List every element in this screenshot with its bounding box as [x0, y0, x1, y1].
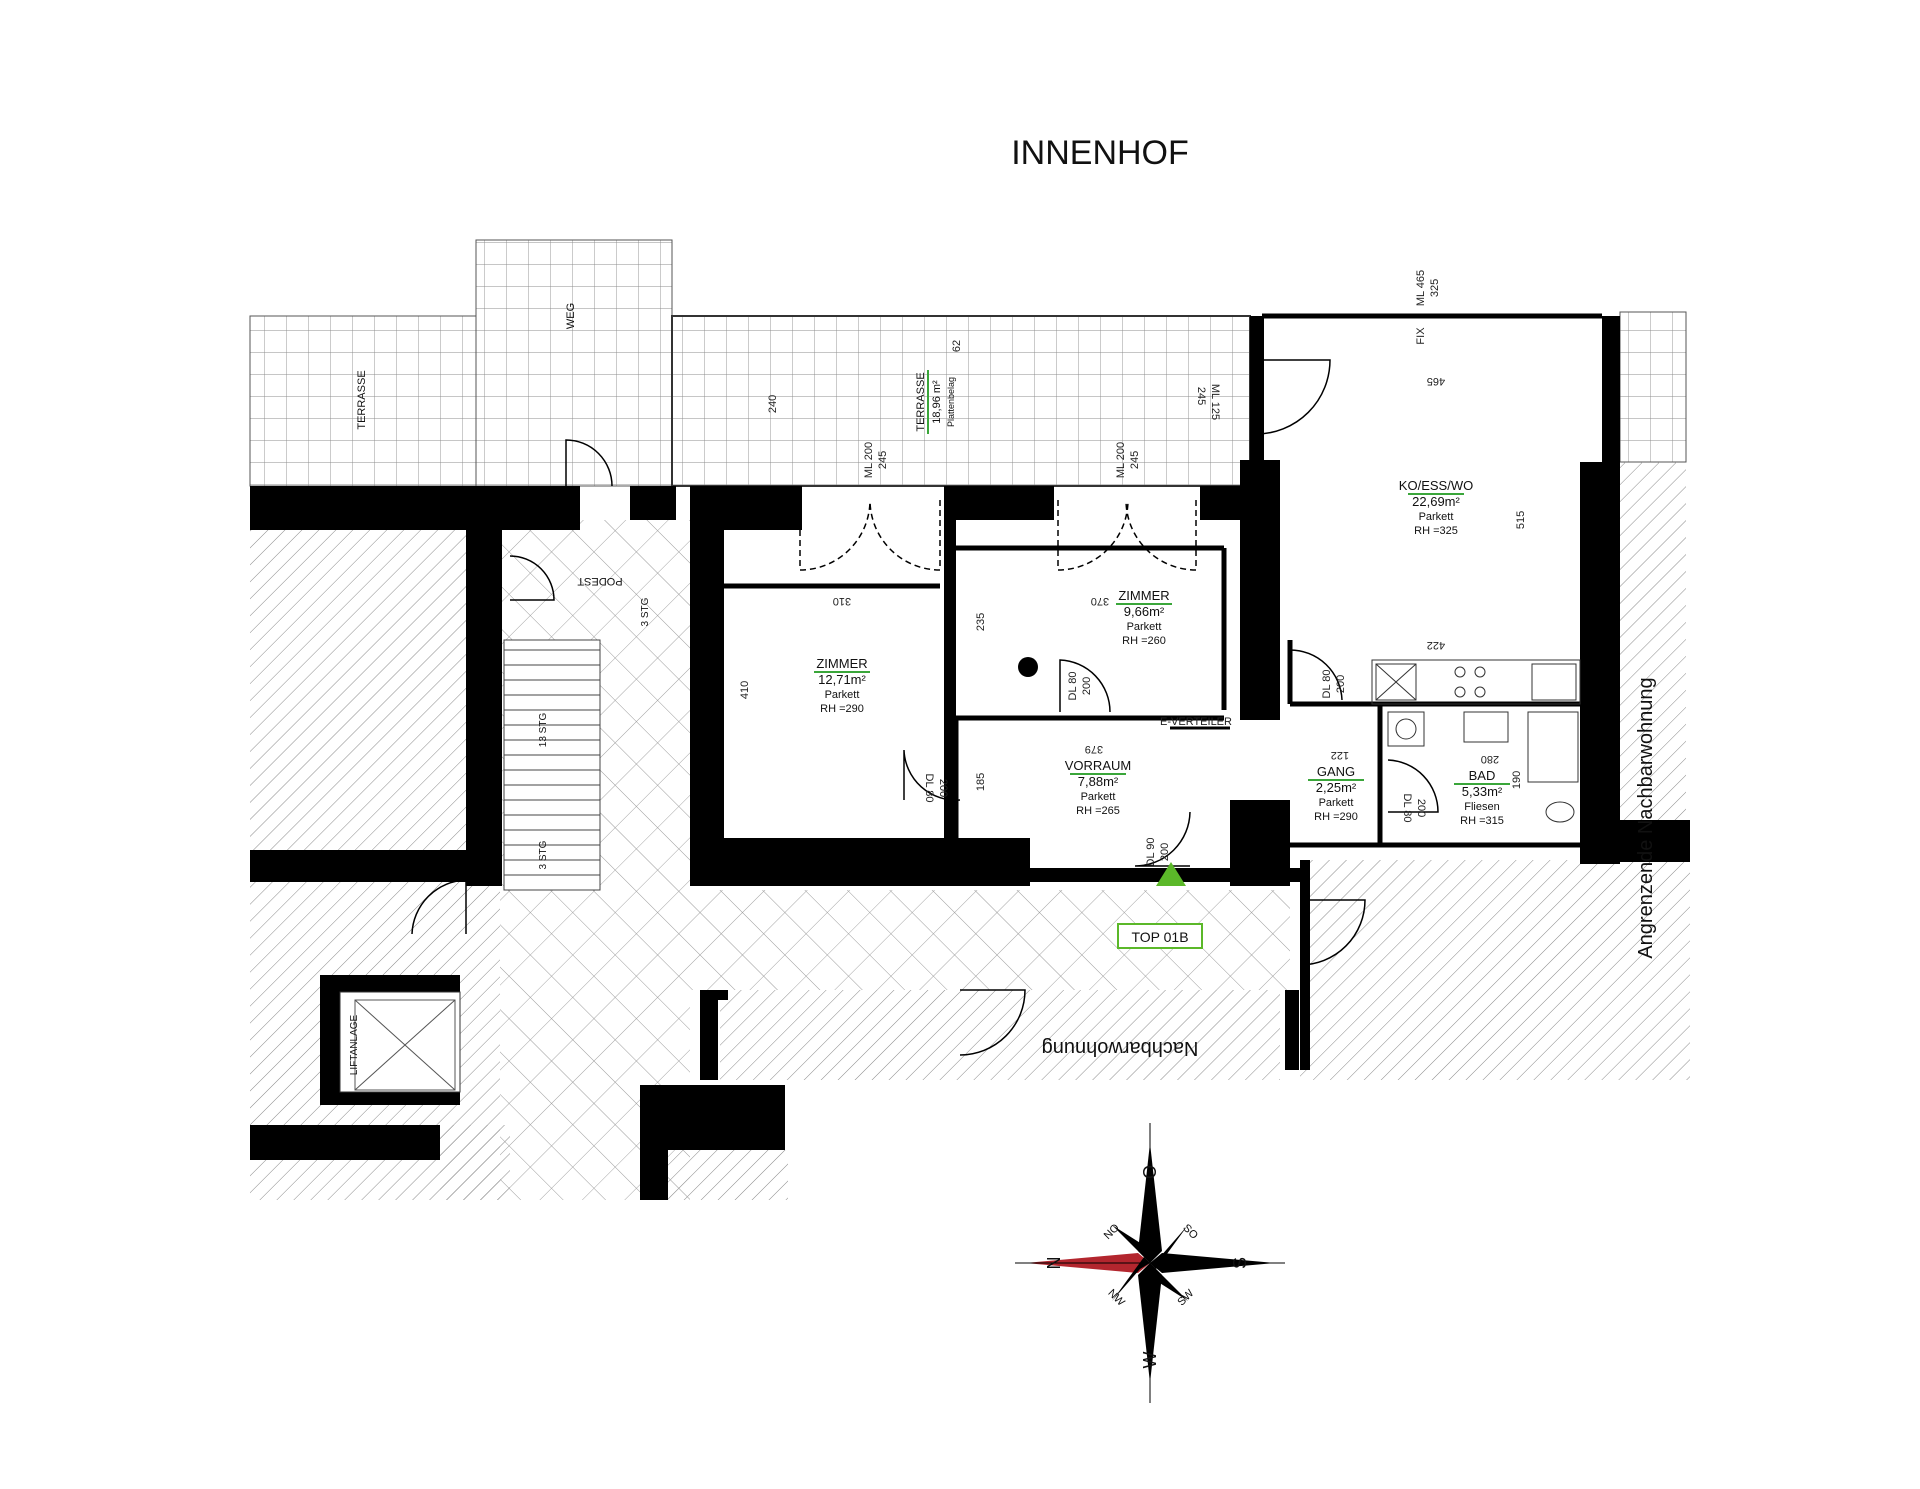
room-bad-rh: RH =315 — [1460, 815, 1504, 827]
dim-d465: 465 — [1427, 375, 1445, 387]
compass-nw: NW — [1105, 1287, 1127, 1309]
dim-dl80d: DL 80 — [1401, 794, 1413, 823]
plan-title: INNENHOF — [1011, 134, 1189, 172]
stair-3stg-bottom: 3 STG — [538, 840, 549, 869]
dim-ml200b_b: 245 — [1129, 451, 1141, 469]
room-koessw-name: KO/ESS/WO — [1399, 478, 1473, 493]
compass-o: O — [1140, 1165, 1160, 1179]
terrace-main-area: 18,96 m² — [931, 380, 943, 424]
compass-w: W — [1140, 1352, 1160, 1369]
dim-dl80a: DL 80 — [1067, 672, 1079, 701]
dim-fix: FIX — [1415, 327, 1427, 345]
room-koessw-area: 22,69m² — [1412, 494, 1460, 509]
dim-d62: 62 — [951, 340, 963, 352]
room-zimmer1-area: 12,71m² — [818, 672, 866, 687]
room-zimmer1-rh: RH =290 — [820, 703, 864, 715]
terrace-left-label: TERRASSE — [356, 370, 368, 429]
lift-label: LIFTANLAGE — [349, 1014, 360, 1075]
column-marker — [1018, 657, 1038, 677]
dim-dl80d_b: 200 — [1415, 799, 1427, 817]
lift-shaft — [320, 975, 461, 1105]
dim-ml125: ML 125 — [1209, 384, 1221, 420]
terrace-area — [249, 239, 1687, 487]
dim-ml200a_b: 245 — [877, 451, 889, 469]
dim-d235: 235 — [975, 613, 987, 631]
dim-d410: 410 — [739, 681, 751, 699]
dim-dl80c: DL 80 — [923, 774, 935, 803]
dim-d515: 515 — [1515, 511, 1527, 529]
e-verteiler-label: E-VERTEILER — [1160, 716, 1232, 728]
room-zimmer2-rh: RH =260 — [1122, 635, 1166, 647]
room-zimmer1-floor: Parkett — [825, 689, 860, 701]
room-gang-area: 2,25m² — [1316, 780, 1357, 795]
dim-ml465: ML 465 — [1415, 270, 1427, 306]
dim-d370: 370 — [1091, 595, 1109, 607]
dim-d280: 280 — [1481, 753, 1499, 765]
room-bad-name: BAD — [1469, 768, 1496, 783]
compass-rose — [1015, 1123, 1285, 1403]
dim-d240: 240 — [767, 395, 779, 413]
dim-ml125b: 245 — [1195, 387, 1207, 405]
dim-d379: 379 — [1085, 743, 1103, 755]
dim-d185: 185 — [975, 773, 987, 791]
room-zimmer1-name: ZIMMER — [816, 656, 867, 671]
room-vorraum-floor: Parkett — [1081, 791, 1116, 803]
room-zimmer2-area: 9,66m² — [1124, 604, 1165, 619]
angrenzende-label: Angrenzende Nachbarwohnung — [1635, 677, 1657, 958]
dim-d422: 422 — [1427, 639, 1445, 651]
staircase — [503, 639, 601, 891]
dim-dl80b: DL 80 — [1321, 670, 1333, 699]
dim-dl90_b: 200 — [1159, 843, 1171, 861]
room-vorraum-area: 7,88m² — [1078, 774, 1119, 789]
room-bad-area: 5,33m² — [1462, 784, 1503, 799]
room-zimmer2-floor: Parkett — [1127, 621, 1162, 633]
room-gang-rh: RH =290 — [1314, 811, 1358, 823]
podest-label: PODEST — [577, 575, 623, 587]
room-gang-name: GANG — [1317, 764, 1355, 779]
compass-s: S — [1230, 1257, 1250, 1269]
walls — [250, 316, 1690, 1200]
entrance-marker — [1117, 862, 1203, 949]
kitchen-counter — [1371, 659, 1581, 705]
dim-ml325: 325 — [1429, 279, 1441, 297]
compass-no: NO — [1102, 1221, 1122, 1241]
dim-ml200b: ML 200 — [1115, 442, 1127, 478]
room-gang-floor: Parkett — [1319, 797, 1354, 809]
dim-dl80c_b: 200 — [937, 779, 949, 797]
dim-dl80b_b: 200 — [1335, 675, 1347, 693]
dim-dl80a_b: 200 — [1081, 677, 1093, 695]
room-vorraum-name: VORRAUM — [1065, 758, 1131, 773]
room-vorraum-rh: RH =265 — [1076, 805, 1120, 817]
dim-dl90: DL 90 — [1145, 838, 1157, 867]
room-zimmer2-name: ZIMMER — [1118, 588, 1169, 603]
terrace-main-label: TERRASSE — [915, 372, 927, 431]
doors — [411, 359, 1439, 1056]
compass-sw: SW — [1175, 1287, 1196, 1308]
weg-label: WEG — [565, 303, 577, 329]
bath-fixtures — [1387, 711, 1579, 823]
room-koessw-rh: RH =325 — [1414, 525, 1458, 537]
room-bad-floor: Fliesen — [1464, 801, 1499, 813]
dim-d190: 190 — [1511, 771, 1523, 789]
terrace-main-floor: Plattenbelag — [946, 377, 956, 427]
dim-d122: 122 — [1331, 749, 1349, 761]
compass-so: SO — [1180, 1222, 1200, 1242]
room-koessw-floor: Parkett — [1419, 511, 1454, 523]
stair-13stg: 13 STG — [538, 713, 549, 748]
dim-d310: 310 — [833, 595, 851, 607]
compass-n: N — [1044, 1257, 1064, 1270]
dim-ml200a: ML 200 — [863, 442, 875, 478]
terrace-main-label-group: TERRASSE 18,96 m² Plattenbelag — [915, 370, 956, 434]
top-unit-label: TOP 01B — [1131, 929, 1188, 945]
stair-3stg-top: 3 STG — [640, 597, 651, 626]
nachbarwohnung-label: Nachbarwohnung — [1042, 1037, 1199, 1059]
